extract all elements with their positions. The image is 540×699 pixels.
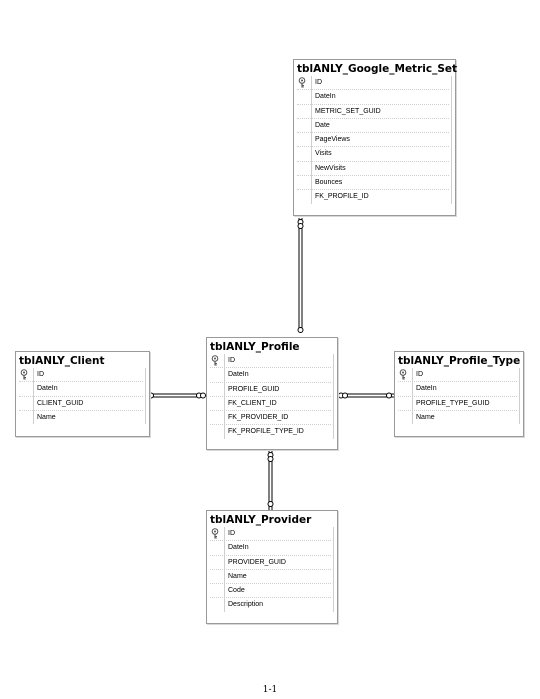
table-title: tblANLY_Profile (210, 341, 300, 353)
key-icon (297, 77, 307, 88)
column-name: FK_CLIENT_ID (228, 399, 277, 407)
key-icon (398, 369, 408, 380)
column-name: Bounces (315, 179, 343, 187)
column-row[interactable]: FK_PROFILE_ID (297, 190, 449, 203)
table-title: tblANLY_Provider (210, 514, 312, 526)
column-name: FK_PROFILE_ID (315, 193, 369, 201)
column-name: ID (315, 79, 322, 86)
column-row[interactable]: PROFILE_TYPE_GUID (398, 397, 517, 411)
column-name: Code (228, 587, 245, 595)
column-row[interactable]: CLIENT_GUID (19, 397, 143, 411)
column-row[interactable]: Date (297, 119, 449, 134)
relationship-profile-provider (267, 450, 274, 510)
column-row[interactable]: DateIn (297, 90, 449, 105)
page-number: 1-1 (262, 685, 278, 695)
table-title: tblANLY_Client (19, 355, 105, 367)
column-row[interactable]: Name (398, 411, 517, 424)
column-name: DateIn (416, 385, 437, 393)
column-name: Date (315, 121, 330, 129)
column-row[interactable]: Name (210, 570, 331, 585)
column-name: Name (37, 413, 56, 421)
column-name: FK_PROVIDER_ID (228, 414, 289, 422)
column-name: ID (228, 530, 235, 537)
column-row[interactable]: FK_PROVIDER_ID (210, 411, 331, 426)
column-name: Name (228, 572, 247, 580)
column-row[interactable]: FK_CLIENT_ID (210, 397, 331, 412)
column-name: ID (37, 371, 44, 378)
column-row[interactable]: Bounces (297, 176, 449, 191)
column-row[interactable]: DateIn (19, 382, 143, 397)
column-name: ID (416, 371, 423, 378)
relationship-metric-profile (297, 218, 304, 333)
column-name: DateIn (315, 93, 336, 101)
relationship-profile-client (148, 392, 206, 399)
column-name: DateIn (37, 385, 58, 393)
column-row[interactable]: DateIn (398, 382, 517, 397)
column-name: Name (416, 413, 435, 421)
column-row[interactable]: DateIn (210, 368, 331, 383)
column-row[interactable]: FK_PROFILE_TYPE_ID (210, 425, 331, 438)
column-row[interactable]: PageViews (297, 133, 449, 148)
key-icon (210, 528, 220, 539)
column-row[interactable]: Description (210, 598, 331, 611)
column-name: PageViews (315, 136, 350, 144)
column-row[interactable]: PROFILE_GUID (210, 383, 331, 397)
column-name: PROFILE_TYPE_GUID (416, 399, 490, 407)
column-name: CLIENT_GUID (37, 399, 84, 407)
column-name: PROFILE_GUID (228, 385, 280, 393)
column-row[interactable]: Name (19, 411, 143, 424)
column-name: PROVIDER_GUID (228, 558, 286, 566)
column-row[interactable]: PROVIDER_GUID (210, 556, 331, 570)
column-name: METRIC_SET_GUID (315, 107, 381, 115)
table-title: tblANLY_Google_Metric_Set (297, 63, 458, 75)
column-row[interactable]: ID (398, 368, 517, 383)
column-row[interactable]: ID (297, 76, 449, 91)
column-name: NewVisits (315, 164, 346, 172)
column-row[interactable]: Visits (297, 147, 449, 162)
column-name: ID (228, 357, 235, 364)
column-row[interactable]: ID (210, 527, 331, 542)
column-row[interactable]: NewVisits (297, 162, 449, 177)
column-name: Description (228, 601, 264, 609)
column-row[interactable]: Code (210, 584, 331, 599)
column-name: DateIn (228, 371, 249, 379)
relationship-profile-profiletype (337, 392, 394, 399)
column-name: Visits (315, 150, 332, 158)
key-icon (210, 355, 220, 366)
column-row[interactable]: ID (210, 354, 331, 369)
column-row[interactable]: DateIn (210, 541, 331, 556)
key-icon (19, 369, 29, 380)
table-title: tblANLY_Profile_Type (398, 355, 521, 367)
column-row[interactable]: METRIC_SET_GUID (297, 105, 449, 119)
column-row[interactable]: ID (19, 368, 143, 383)
column-name: FK_PROFILE_TYPE_ID (228, 428, 304, 436)
column-name: DateIn (228, 544, 249, 552)
